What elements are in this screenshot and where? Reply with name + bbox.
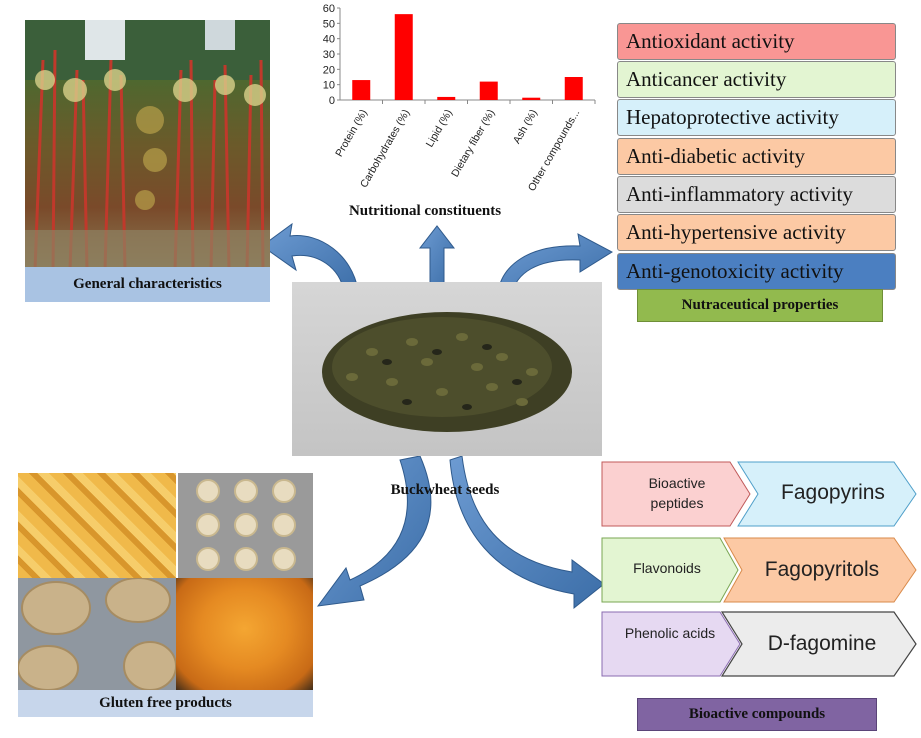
compound-d-fagomine: D-fagomine bbox=[767, 632, 877, 655]
buckwheat-seeds-photo bbox=[292, 282, 602, 456]
activity-label: Anti-inflammatory activity bbox=[626, 182, 853, 206]
bar bbox=[479, 81, 498, 100]
compound-fagopyritols: Fagopyritols bbox=[764, 558, 880, 581]
bioactive-chevrons bbox=[601, 461, 917, 677]
bar bbox=[352, 80, 371, 100]
seed-pile-illustration bbox=[322, 312, 572, 432]
activity-label: Antioxidant activity bbox=[626, 29, 795, 53]
activity-anti-inflammatory: Anti-inflammatory activity bbox=[617, 176, 896, 213]
arrow-down-right bbox=[449, 455, 605, 610]
y-tick-label: 50 bbox=[323, 18, 335, 30]
activity-anti-hypertensive: Anti-hypertensive activity bbox=[617, 214, 896, 251]
x-tick-label: Protein (%) bbox=[333, 108, 370, 159]
y-tick-label: 20 bbox=[323, 64, 335, 76]
buckwheat-seeds-caption: Buckwheat seeds bbox=[390, 482, 500, 498]
pasta-photo bbox=[18, 473, 176, 578]
chevron-fagopyrins bbox=[737, 461, 917, 527]
y-tick-label: 40 bbox=[323, 34, 335, 46]
field-illustration bbox=[25, 20, 270, 270]
cookies-illustration bbox=[18, 577, 177, 691]
activity-label: Anticancer activity bbox=[626, 67, 787, 91]
y-tick-label: 30 bbox=[323, 49, 335, 61]
nutraceutical-properties-label: Nutraceutical properties bbox=[637, 289, 883, 322]
activity-label: Anti-genotoxicity activity bbox=[626, 259, 844, 283]
buckwheat-field-photo bbox=[25, 20, 270, 270]
gluten-free-collage bbox=[18, 473, 313, 691]
arrow-up bbox=[418, 225, 456, 286]
bar bbox=[437, 96, 456, 100]
arrow-down-left bbox=[316, 455, 432, 607]
activity-antioxidant: Antioxidant activity bbox=[617, 23, 896, 60]
bar bbox=[522, 97, 541, 100]
compound-flavonoids: Flavonoids bbox=[633, 560, 701, 576]
general-characteristics-label: General characteristics bbox=[25, 267, 270, 302]
x-tick-label: Lipid (%) bbox=[424, 108, 455, 150]
chevron-bioactive-peptides bbox=[601, 461, 751, 527]
activity-anti-diabetic: Anti-diabetic activity bbox=[617, 138, 896, 175]
activity-label: Anti-hypertensive activity bbox=[626, 220, 846, 244]
muffins-illustration bbox=[196, 479, 296, 571]
activity-anticancer: Anticancer activity bbox=[617, 61, 896, 98]
gluten-free-products-label: Gluten free products bbox=[18, 690, 313, 717]
chevron-d-fagomine bbox=[720, 611, 917, 677]
activity-label: Hepatoprotective activity bbox=[626, 105, 839, 129]
activity-label: Anti-diabetic activity bbox=[626, 144, 806, 168]
bar bbox=[564, 77, 583, 100]
chevron-phenolic-acids bbox=[601, 611, 741, 677]
muffin-tray-photo bbox=[178, 473, 313, 578]
compound-phenolic-acids: Phenolic acids bbox=[624, 625, 716, 641]
activity-hepatoprotective: Hepatoprotective activity bbox=[617, 99, 896, 136]
compound-fagopyrins: Fagopyrins bbox=[781, 481, 885, 504]
chevron-fagopyritols bbox=[723, 537, 917, 603]
x-tick-label: Dietary fiber (%) bbox=[449, 108, 497, 180]
arrow-left bbox=[261, 222, 359, 293]
arrow-right bbox=[497, 233, 614, 295]
compound-bioactive-peptides: Bioactive peptides bbox=[648, 475, 706, 511]
y-tick-label: 10 bbox=[323, 80, 335, 92]
x-tick-label: Ash (%) bbox=[511, 108, 540, 146]
bioactive-compounds-label: Bioactive compounds bbox=[637, 698, 877, 731]
cookies-photo bbox=[18, 577, 177, 691]
bread-photo bbox=[176, 578, 313, 691]
activity-anti-genotoxicity: Anti-genotoxicity activity bbox=[617, 253, 896, 290]
chevron-flavonoids bbox=[601, 537, 739, 603]
y-tick-label: 60 bbox=[323, 3, 335, 15]
nutritional-constituents-caption: Nutritional constituents bbox=[348, 203, 502, 219]
bar bbox=[394, 14, 413, 101]
y-tick-label: 0 bbox=[329, 95, 335, 107]
